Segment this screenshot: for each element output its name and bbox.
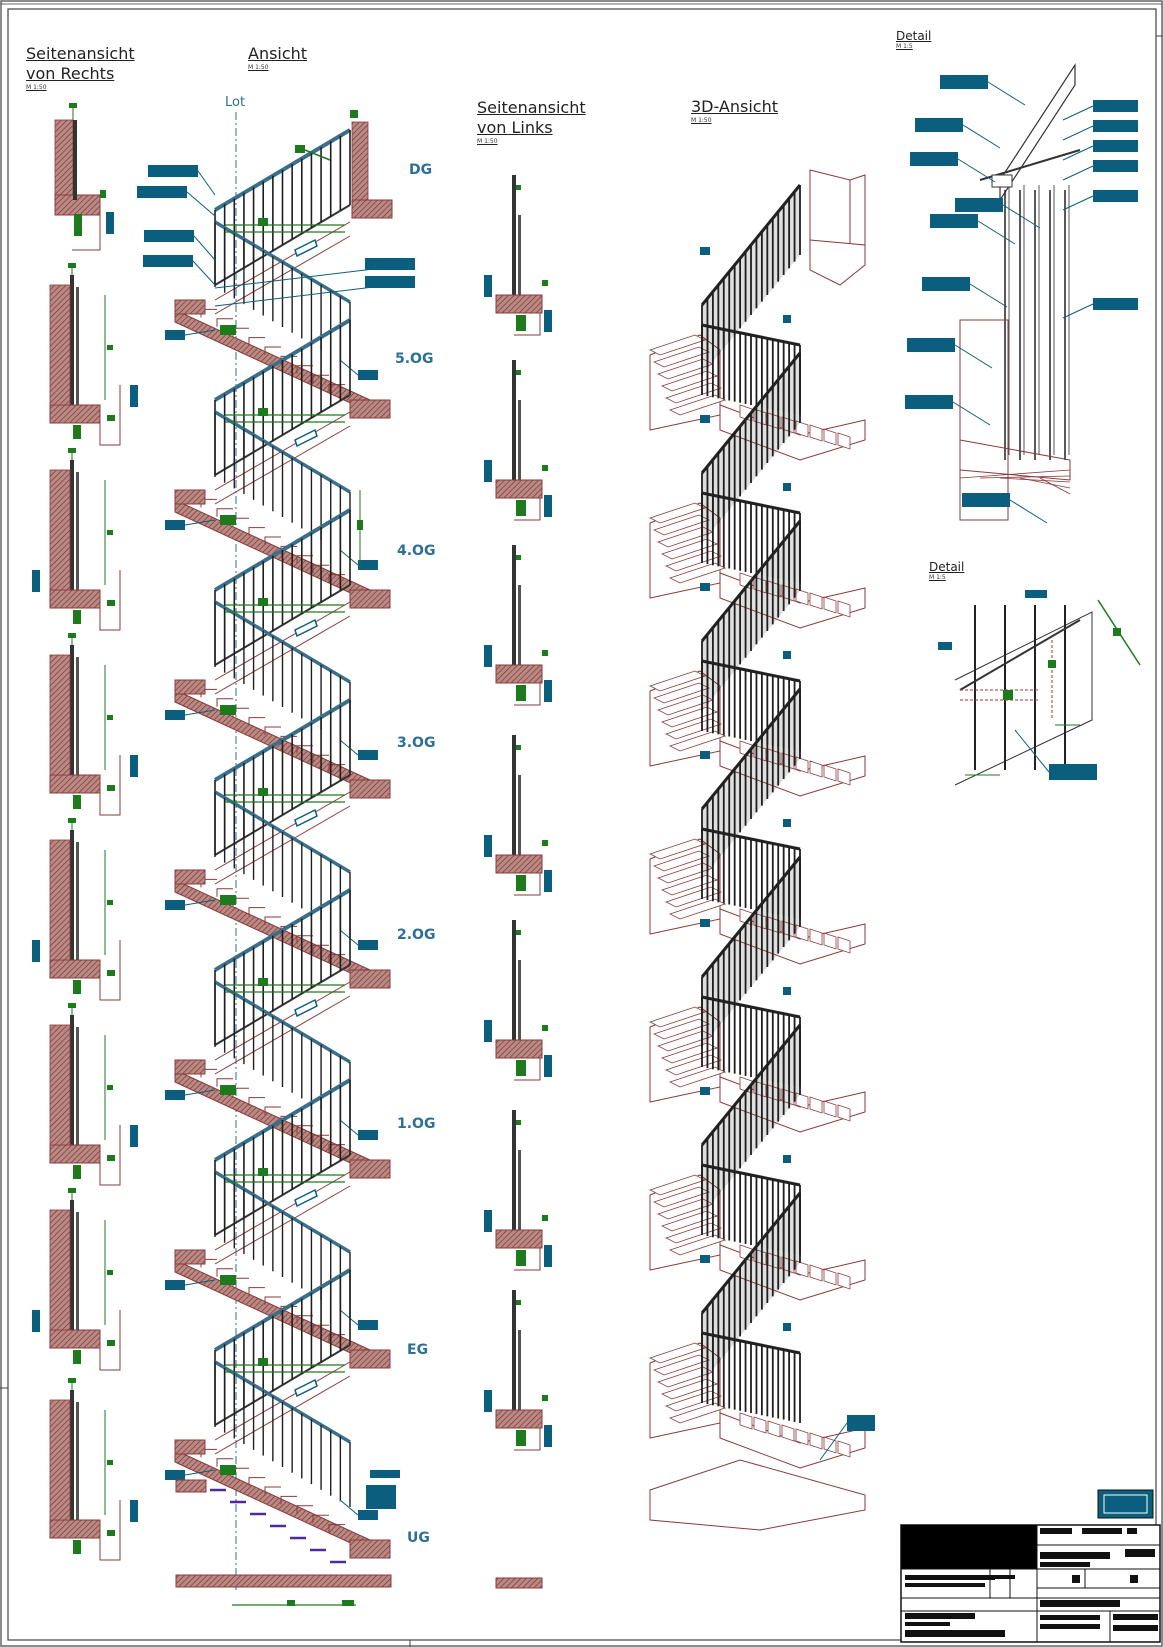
title-right-line2: von Rechts — [26, 64, 115, 83]
title-iso-view: 3D-Ansicht M 1:50 — [691, 97, 778, 124]
detail-1-rail — [905, 62, 1138, 524]
front-view-stair — [137, 110, 416, 1606]
title-left-view: Seitenansicht von Links M 1:50 — [477, 98, 586, 145]
iso-ground-slab — [649, 1415, 875, 1531]
title-detail-2: Detail M 1:5 — [929, 560, 964, 581]
scale-iso: M 1:50 — [691, 117, 712, 124]
left-side-section-1 — [484, 360, 552, 521]
title-detail2: Detail — [929, 560, 965, 574]
detail-2-base — [938, 590, 1141, 786]
title-block — [900, 1489, 1161, 1643]
left-side-section-4 — [484, 920, 552, 1081]
right-side-view — [32, 103, 138, 1561]
level-label-3og: 3.OG — [397, 735, 436, 751]
title-right-view: Seitenansicht von Rechts M 1:50 — [26, 44, 135, 91]
right-side-section-3 — [49, 633, 138, 816]
scale-detail1: M 1:5 — [896, 43, 913, 50]
iso-floor-4 — [648, 856, 866, 1133]
front-floor-3 — [165, 698, 391, 989]
title-right-line1: Seitenansicht — [26, 44, 135, 63]
right-side-section-7 — [49, 1378, 138, 1561]
iso-floor-2 — [648, 520, 866, 797]
level-label-ug: UG — [407, 1530, 430, 1546]
iso-floor-6 — [648, 1192, 866, 1469]
front-bottom-base — [175, 1470, 400, 1606]
right-side-section-4 — [32, 818, 121, 1001]
level-label-1og: 1.OG — [397, 1116, 436, 1132]
left-side-section-5 — [484, 1110, 552, 1271]
scale-right: M 1:50 — [26, 84, 47, 91]
title-left-line2: von Links — [477, 118, 553, 137]
iso-3d-view — [648, 169, 875, 1531]
scale-detail2: M 1:5 — [929, 574, 946, 581]
scale-front: M 1:50 — [248, 64, 269, 71]
left-side-section-6 — [484, 1290, 552, 1451]
front-floor-6 — [165, 1268, 391, 1559]
iso-floor-0 — [648, 184, 866, 461]
right-side-section-1 — [49, 263, 138, 446]
title-front-view: Ansicht M 1:50 — [248, 44, 307, 71]
right-side-section-6 — [32, 1188, 121, 1371]
title-front: Ansicht — [248, 44, 308, 63]
right-side-section-2 — [32, 448, 121, 631]
level-label-2og: 2.OG — [397, 927, 436, 943]
title-detail1: Detail — [896, 29, 932, 43]
front-floor-4 — [165, 888, 391, 1179]
left-side-section-3 — [484, 735, 552, 896]
front-top-callouts — [137, 110, 416, 565]
level-label-4og: 4.OG — [397, 543, 436, 559]
front-floor-1 — [165, 318, 391, 609]
right-side-section-5 — [49, 1003, 138, 1186]
title-detail-1: Detail M 1:5 — [896, 29, 931, 50]
level-label-dg: DG — [409, 162, 433, 178]
title-left-line1: Seitenansicht — [477, 98, 586, 117]
plumb-line-label: Lot — [225, 95, 246, 110]
left-side-section-0 — [484, 175, 552, 336]
left-side-base — [495, 1577, 543, 1589]
left-side-section-2 — [484, 545, 552, 706]
scale-left: M 1:50 — [477, 138, 498, 145]
front-floor-5 — [165, 1078, 391, 1369]
title-iso: 3D-Ansicht — [691, 97, 778, 116]
front-floor-2 — [165, 508, 391, 799]
left-side-view — [484, 175, 552, 1589]
level-label-eg: EG — [407, 1342, 429, 1358]
level-label-5og: 5.OG — [395, 351, 434, 367]
